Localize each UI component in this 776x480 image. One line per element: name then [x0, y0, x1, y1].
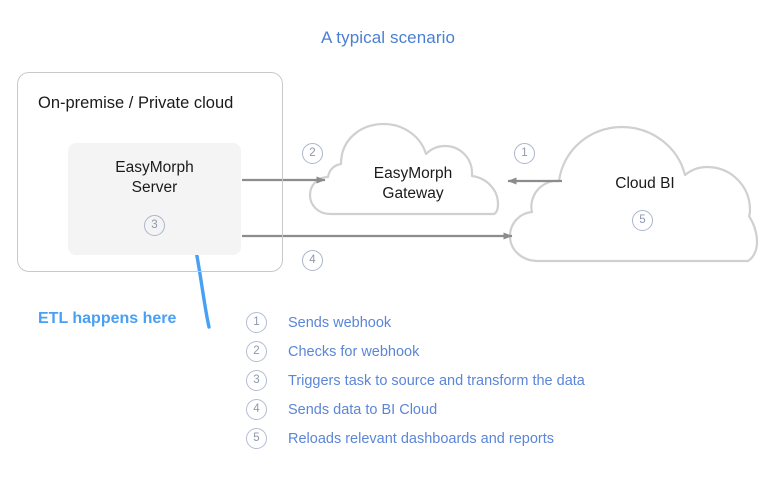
easymorph-server-label: EasyMorph Server: [115, 159, 194, 196]
legend-badge-4: 4: [246, 399, 267, 420]
onpremise-container: [17, 72, 283, 272]
legend-item: 4 Sends data to BI Cloud: [246, 395, 666, 424]
legend-item: 5 Reloads relevant dashboards and report…: [246, 424, 666, 453]
legend-text-1: Sends webhook: [288, 314, 392, 331]
legend-item: 3 Triggers task to source and transform …: [246, 366, 666, 395]
cloud-bi-shape: [508, 125, 759, 263]
page-title: A typical scenario: [320, 28, 456, 47]
badge-step-4: 4: [302, 250, 323, 271]
legend-badge-2: 2: [246, 341, 267, 362]
legend-text-3: Triggers task to source and transform th…: [288, 372, 585, 389]
badge-step-5: 5: [632, 210, 653, 231]
badge-step-3: 3: [144, 215, 165, 236]
badge-step-1: 1: [514, 143, 535, 164]
legend-item: 1 Sends webhook: [246, 308, 666, 337]
legend-text-5: Reloads relevant dashboards and reports: [288, 430, 554, 447]
easymorph-server-node[interactable]: [68, 143, 241, 255]
badge-step-2: 2: [302, 143, 323, 164]
legend-badge-5: 5: [246, 428, 267, 449]
onpremise-label: On-premise / Private cloud: [38, 94, 234, 112]
easymorph-gateway-label: EasyMorph Gateway: [373, 165, 453, 202]
legend-text-4: Sends data to BI Cloud: [288, 401, 438, 418]
etl-annotation-label: ETL happens here: [38, 310, 177, 327]
cloud-bi-label: Cloud BI: [615, 175, 675, 192]
legend-badge-3: 3: [246, 370, 267, 391]
legend-list: 1 Sends webhook 2 Checks for webhook 3 T…: [246, 308, 666, 453]
legend-badge-1: 1: [246, 312, 267, 333]
legend-item: 2 Checks for webhook: [246, 337, 666, 366]
legend-text-2: Checks for webhook: [288, 343, 420, 360]
